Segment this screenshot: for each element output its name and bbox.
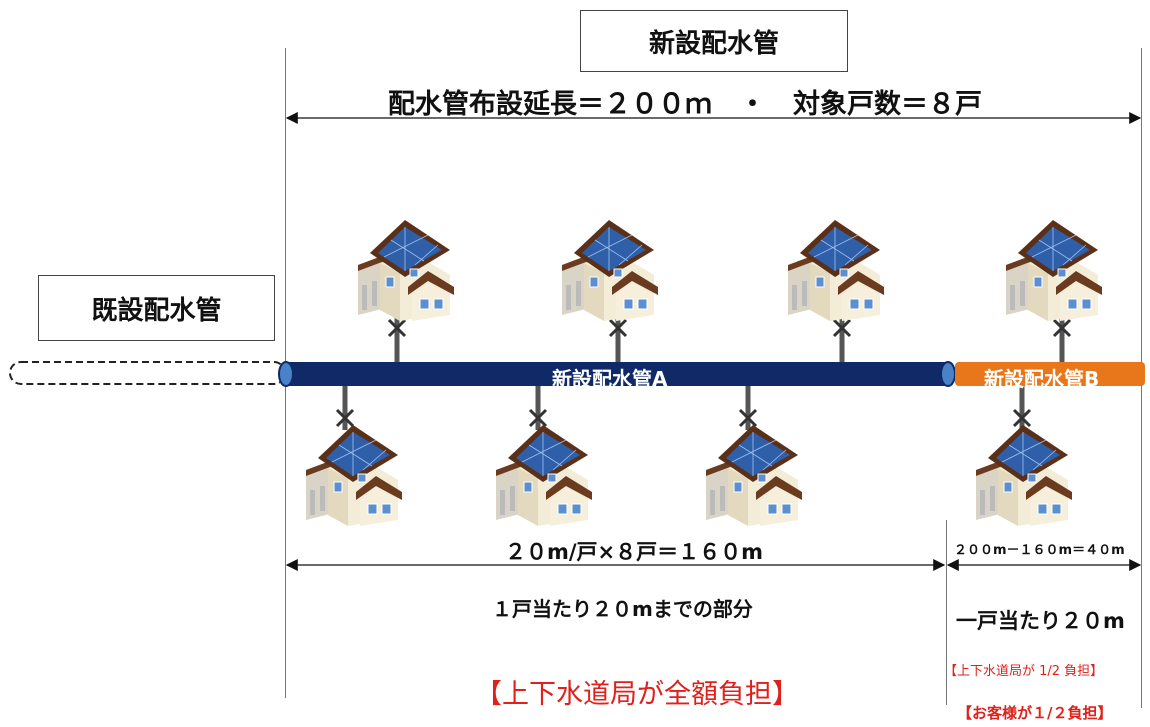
pipe-a-label: 新設配水管A: [552, 367, 668, 391]
pipe-a-cost-note: 【上下水道局が全額負担】: [475, 679, 799, 710]
new-pipe-title-label: 新設配水管: [648, 28, 779, 59]
pipe-a-right-cap: [940, 361, 956, 387]
pipe-b-calculation: ２００m－１６０m＝４０m: [954, 543, 1125, 558]
service-lines-lower: [342, 386, 1025, 430]
house-icon: [305, 424, 403, 527]
house-icon: [975, 424, 1073, 527]
valve-marks: [335, 318, 1072, 428]
existing-pipe-box: 既設配水管: [38, 275, 275, 341]
existing-pipe: [9, 361, 286, 385]
house-icon: [1005, 219, 1103, 322]
existing-pipe-label: 既設配水管: [91, 295, 222, 326]
house-icon: [561, 219, 659, 322]
guide-line-middle: [946, 520, 947, 705]
house-icon: [357, 219, 455, 322]
house-icon: [705, 424, 803, 527]
pipe-a-left-cap: [278, 361, 294, 387]
pipe-b-cost-note-bureau: 【上下水道局が 1/2 負担】: [944, 664, 1104, 679]
pipe-a: [285, 362, 949, 386]
house-icon: [787, 219, 885, 322]
house-icon: [495, 424, 593, 527]
pipe-b-label: 新設配水管B: [984, 367, 1100, 391]
pipe-b-cost-note-customer: 【お客様が１/２負担】: [957, 704, 1113, 722]
pipe-a-calculation: ２０m/戸×８戸＝１６０m: [505, 540, 764, 564]
pipe-b-portion-label: 一戸当たり２０m: [956, 609, 1125, 633]
pipe-b: [955, 362, 1145, 386]
new-pipe-title-box: 新設配水管: [580, 10, 848, 72]
pipe-a-portion-label: １戸当たり２０mまでの部分: [492, 597, 753, 621]
service-lines-upper: [394, 318, 1065, 362]
